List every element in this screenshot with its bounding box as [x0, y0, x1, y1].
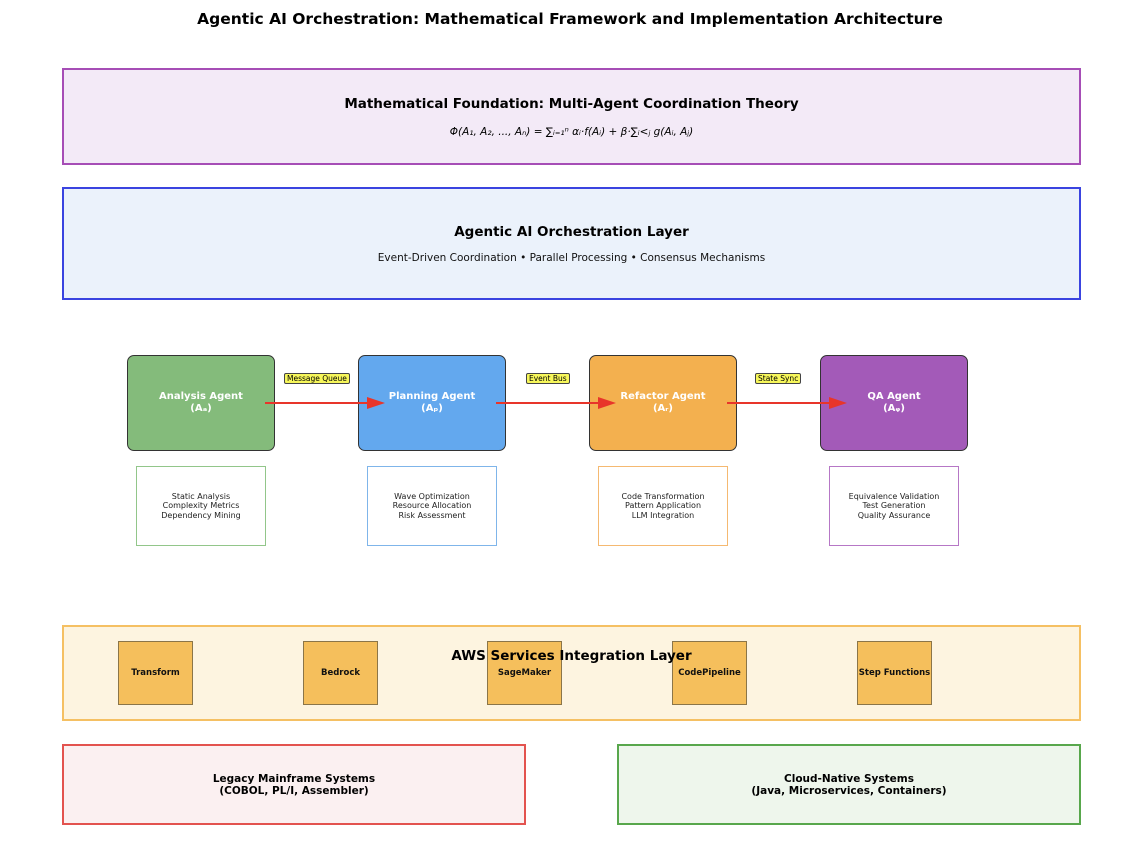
connection-label-message-queue: Message Queue [284, 373, 350, 384]
orchestration-layer: Agentic AI Orchestration Layer Event-Dri… [62, 187, 1081, 300]
diagram-title: Agentic AI Orchestration: Mathematical F… [197, 10, 943, 28]
detail-item: Complexity Metrics [162, 501, 240, 511]
aws-layer-title: AWS Services Integration Layer [451, 648, 692, 664]
agent-name: Planning Agent [388, 391, 476, 402]
agent-name: QA Agent [867, 391, 921, 402]
agent-name: Refactor Agent [620, 391, 706, 402]
orchestration-layer-title: Agentic AI Orchestration Layer [454, 223, 689, 240]
aws-service-transform: Transform [118, 641, 193, 705]
aws-service-sagemaker: SageMaker [487, 641, 562, 705]
math-foundation-layer: Mathematical Foundation: Multi-Agent Coo… [62, 68, 1081, 165]
agent-symbol: (Aᵣ) [652, 403, 674, 414]
detail-item: Test Generation [862, 501, 926, 511]
system-subtitle: (COBOL, PL/I, Assembler) [219, 784, 369, 797]
qa-agent-details: Equivalence Validation Test Generation Q… [829, 466, 959, 546]
refactor-agent-details: Code Transformation Pattern Application … [598, 466, 728, 546]
aws-service-step-functions: Step Functions [857, 641, 932, 705]
detail-item: Equivalence Validation [848, 491, 940, 501]
system-title: Cloud-Native Systems [784, 772, 914, 785]
qa-agent-node: QA Agent (Aᵩ) [820, 355, 968, 451]
detail-item: Pattern Application [624, 501, 702, 511]
connection-label-state-sync: State Sync [755, 373, 802, 384]
detail-item: LLM Integration [631, 510, 695, 520]
refactor-agent-node: Refactor Agent (Aᵣ) [589, 355, 737, 451]
agent-symbol: (Aₐ) [190, 403, 212, 414]
detail-item: Resource Allocation [392, 501, 472, 511]
aws-service-bedrock: Bedrock [303, 641, 378, 705]
agent-symbol: (Aₚ) [421, 403, 443, 414]
orchestration-layer-subtitle: Event-Driven Coordination • Parallel Pro… [377, 251, 766, 264]
analysis-agent-node: Analysis Agent (Aₐ) [127, 355, 275, 451]
legacy-mainframe-systems: Legacy Mainframe Systems (COBOL, PL/I, A… [62, 744, 526, 825]
detail-item: Wave Optimization [394, 491, 470, 501]
detail-item: Quality Assurance [857, 510, 931, 520]
detail-item: Code Transformation [621, 491, 705, 501]
math-layer-title: Mathematical Foundation: Multi-Agent Coo… [344, 95, 799, 112]
cloud-native-systems: Cloud-Native Systems (Java, Microservice… [617, 744, 1081, 825]
connection-label-event-bus: Event Bus [526, 373, 570, 384]
coordination-formula: Φ(A₁, A₂, ..., Aₙ) = ∑ᵢ₌₁ⁿ αᵢ·f(Aᵢ) + β·… [449, 125, 694, 138]
agent-name: Analysis Agent [159, 391, 243, 402]
system-title: Legacy Mainframe Systems [212, 772, 376, 785]
system-subtitle: (Java, Microservices, Containers) [751, 784, 947, 797]
analysis-agent-details: Static Analysis Complexity Metrics Depen… [136, 466, 266, 546]
detail-item: Dependency Mining [161, 510, 241, 520]
planning-agent-node: Planning Agent (Aₚ) [358, 355, 506, 451]
detail-item: Static Analysis [171, 491, 231, 501]
agent-symbol: (Aᵩ) [883, 403, 905, 414]
aws-service-codepipeline: CodePipeline [672, 641, 747, 705]
planning-agent-details: Wave Optimization Resource Allocation Ri… [367, 466, 497, 546]
detail-item: Risk Assessment [398, 510, 466, 520]
